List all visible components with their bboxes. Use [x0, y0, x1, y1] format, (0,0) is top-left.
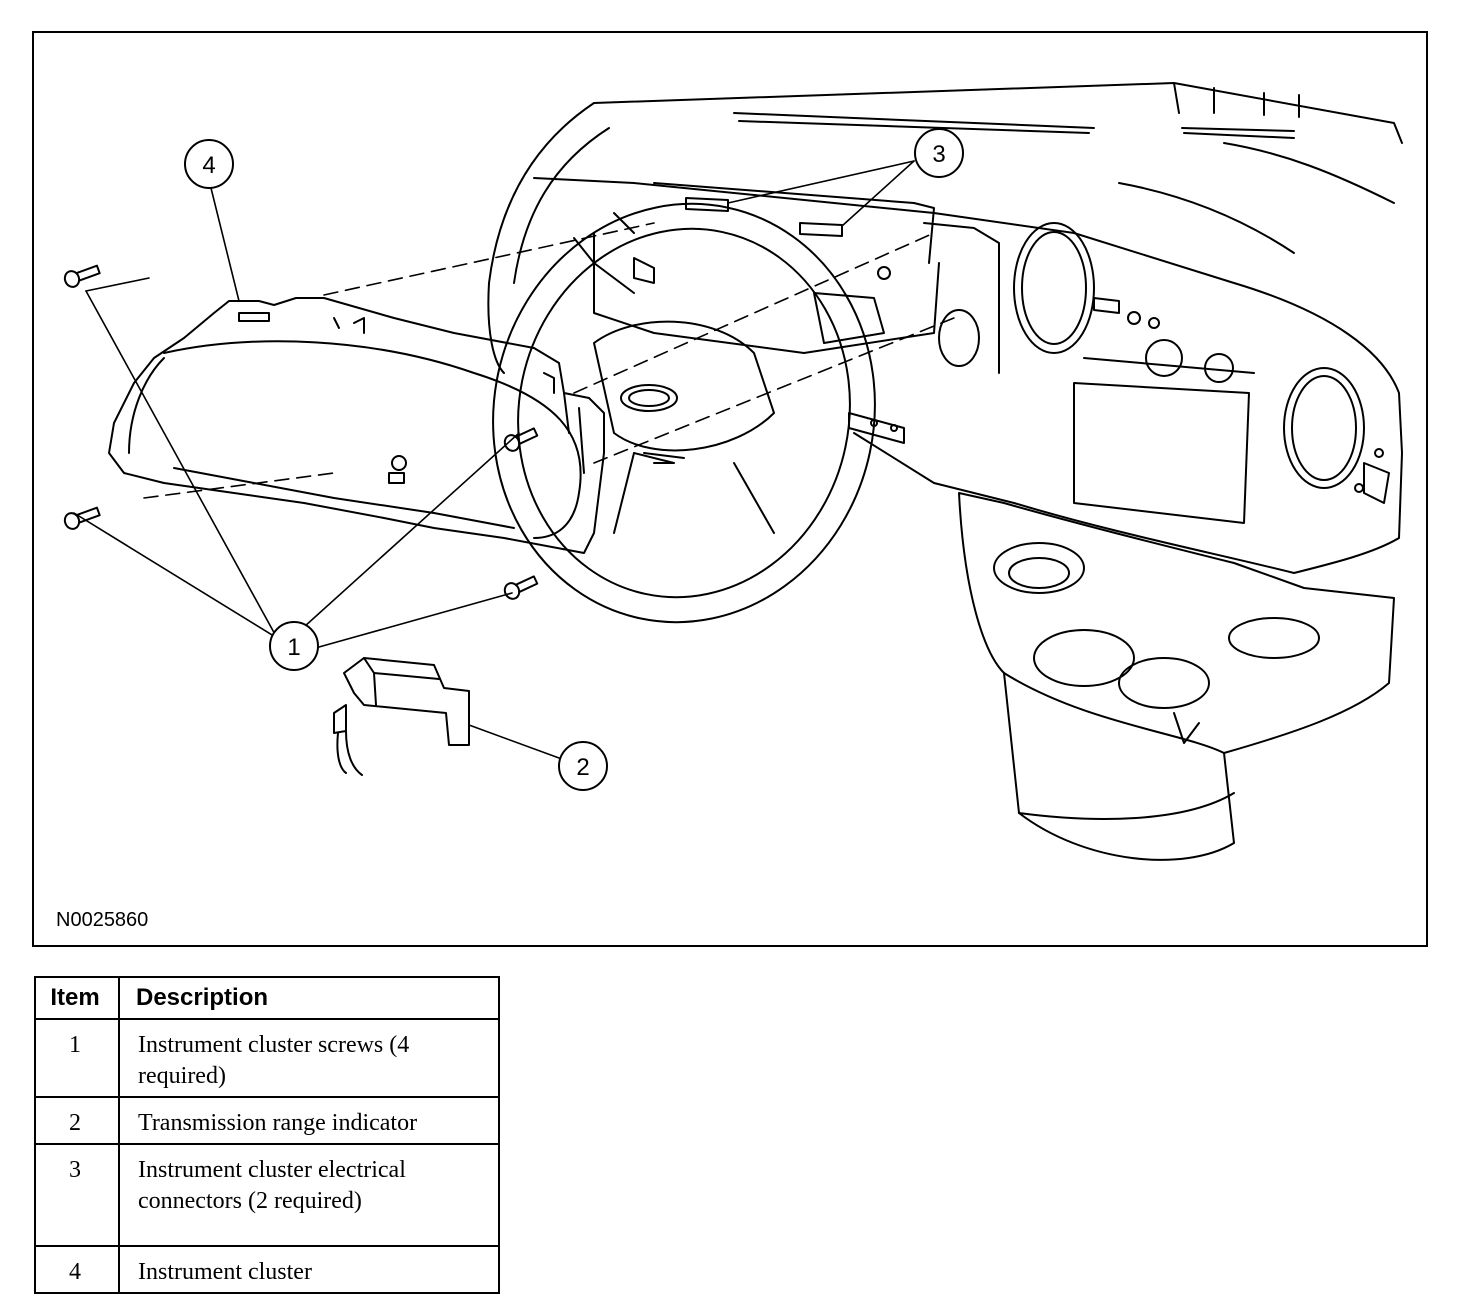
legend-header-row: Item Description [34, 976, 500, 1020]
leader-lines [73, 160, 915, 759]
svg-text:2: 2 [576, 754, 589, 781]
legend-item-number: 3 [34, 1143, 120, 1247]
transmission-range-indicator-drawing [333, 657, 470, 776]
legend-item-number: 1 [34, 1018, 120, 1098]
legend-item-description: Instrument cluster [118, 1245, 500, 1294]
legend-header-item: Item [34, 976, 120, 1020]
table-row: 4 Instrument cluster [34, 1245, 500, 1294]
table-row: 1 Instrument cluster screws (4 required) [34, 1018, 500, 1098]
legend-item-description: Transmission range indicator [118, 1096, 500, 1145]
legend-item-number: 2 [34, 1096, 120, 1145]
instrument-panel-drawing [487, 82, 1403, 574]
legend-item-description: Instrument cluster electrical connectors… [118, 1143, 500, 1247]
svg-text:3: 3 [932, 141, 945, 168]
callout-1: 1 [269, 621, 319, 671]
legend-table: Item Description 1 Instrument cluster sc… [34, 976, 500, 1294]
electrical-connectors-drawing [685, 197, 843, 237]
callout-4: 4 [184, 139, 234, 189]
illustration-frame: 4 1 2 3 N0025860 [32, 31, 1428, 947]
svg-text:1: 1 [287, 634, 300, 661]
legend-item-description: Instrument cluster screws (4 required) [118, 1018, 500, 1098]
center-console-drawing [958, 492, 1395, 861]
legend-header-description: Description [118, 976, 500, 1020]
callout-3: 3 [914, 128, 964, 178]
table-row: 3 Instrument cluster electrical connecto… [34, 1143, 500, 1247]
table-row: 2 Transmission range indicator [34, 1096, 500, 1145]
svg-text:4: 4 [202, 152, 215, 179]
exploded-view-illustration: 4 1 2 3 [63, 82, 1403, 861]
legend-item-number: 4 [34, 1245, 120, 1294]
callout-2: 2 [558, 741, 608, 791]
alignment-lines [143, 222, 955, 499]
figure-id: N0025860 [56, 909, 149, 931]
instrument-cluster-drawing [108, 297, 605, 554]
screws-drawing [63, 264, 539, 600]
